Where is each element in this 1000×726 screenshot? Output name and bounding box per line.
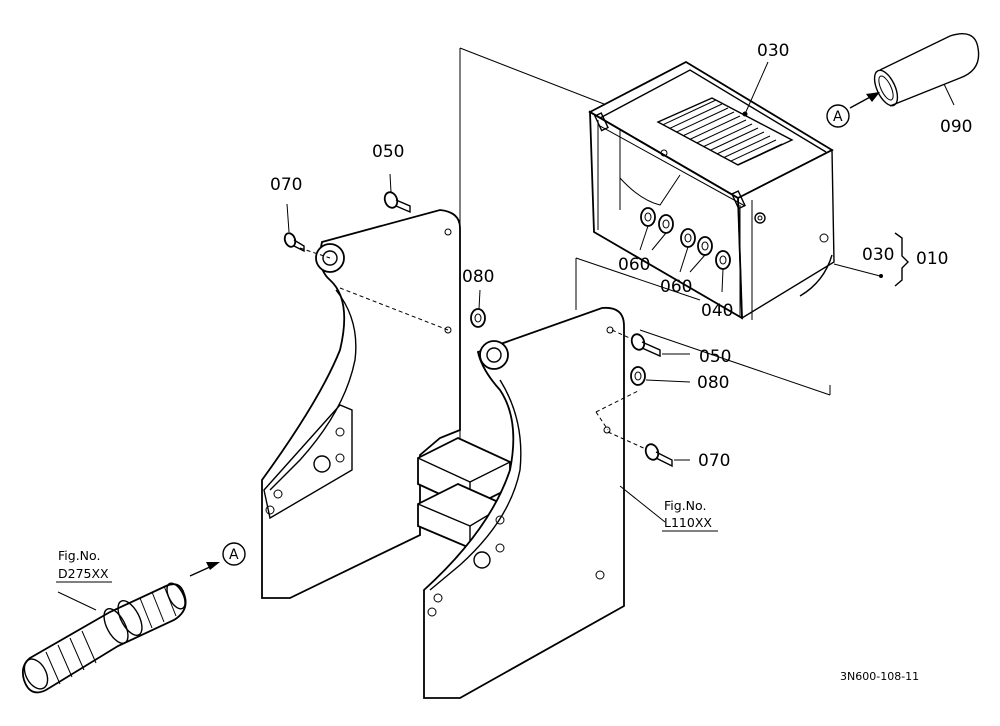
label-050-top: 050: [372, 142, 404, 162]
nut-060-d: [697, 236, 713, 256]
label-090: 090: [940, 117, 972, 137]
leader-lines-060-040: [639, 225, 724, 293]
nut-060-b: [658, 214, 674, 234]
label-010: 010: [916, 249, 948, 269]
label-040: 040: [701, 301, 733, 321]
marker-a-top-letter: A: [833, 109, 843, 125]
fig-ref-right-label: Fig.No.: [664, 498, 706, 513]
reference-plane-lower: [575, 257, 831, 396]
label-070-top: 070: [270, 175, 302, 195]
bolt-070-top: [283, 203, 305, 253]
marker-a-top: [826, 92, 880, 128]
label-030-top: 030: [757, 41, 789, 61]
bolt-050-top: [383, 173, 411, 214]
label-080-right: 080: [697, 373, 729, 393]
assembly-brace-010: [833, 232, 909, 287]
tube-090: [873, 33, 980, 107]
washer-040: [715, 250, 731, 270]
label-plate-hatched: [656, 61, 794, 166]
label-050-right: 050: [699, 347, 731, 367]
fig-ref-right-value: L110XX: [664, 515, 712, 530]
drawing-code: 3N600-108-11: [840, 670, 919, 683]
label-030-side: 030: [862, 245, 894, 265]
washer-080-top: [470, 289, 486, 328]
marker-a-left-letter: A: [229, 547, 239, 563]
bolt-050-right: [611, 329, 690, 358]
label-060-a: 060: [618, 255, 650, 275]
plate-left: [261, 209, 461, 599]
label-070-right: 070: [698, 451, 730, 471]
shaft: [21, 582, 187, 694]
fig-ref-left-value: D275XX: [58, 566, 109, 581]
part-labels: 030 090 050 070 080 060 060 040 030 010 …: [56, 41, 972, 683]
nut-060-a: [640, 207, 656, 227]
label-080-top: 080: [462, 267, 494, 287]
washer-080-right: [630, 366, 691, 386]
alignment-lines: [299, 247, 666, 523]
bolt-070-right: [607, 431, 690, 468]
label-060-b: 060: [660, 277, 692, 297]
fig-ref-left-label: Fig.No.: [58, 548, 100, 563]
nut-060-c: [680, 228, 696, 248]
marker-a-left: [189, 542, 246, 577]
plate-right: [423, 306, 625, 699]
